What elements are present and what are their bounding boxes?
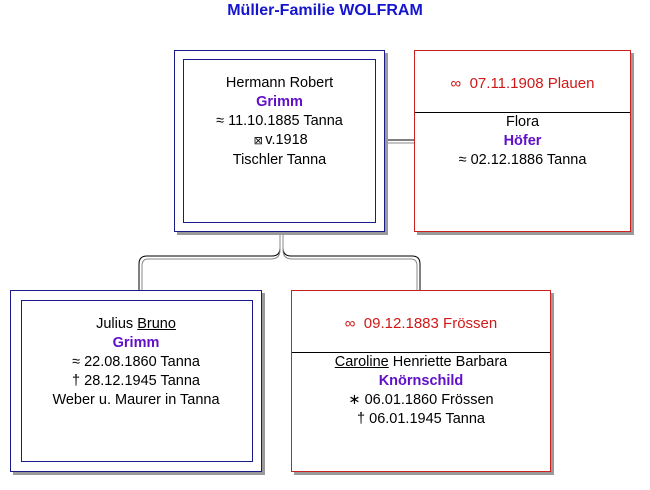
baptism-date: ≈ 22.08.1860 Tanna — [72, 354, 200, 370]
surname: Grimm — [112, 335, 160, 351]
person-details: Caroline Henriette Barbara Knörnschild ∗… — [292, 353, 550, 429]
occupation: Weber u. Maurer in Tanna — [52, 392, 220, 408]
death-date: v.1918 — [265, 132, 308, 148]
call-name: Bruno — [137, 316, 176, 332]
person-details: Julius Bruno Grimm ≈ 22.08.1860 Tanna † … — [11, 315, 261, 410]
person-details: Hermann Robert Grimm ≈ 11.10.1885 Tanna … — [175, 74, 384, 170]
marriage-date: 09.12.1883 Frössen — [363, 315, 498, 332]
divider — [292, 352, 550, 353]
fallen-icon: ⊠ — [253, 135, 263, 147]
death-date: † 28.12.1945 Tanna — [72, 373, 200, 389]
birth-date: ∗ 06.01.1860 Frössen — [348, 392, 494, 408]
given-name: Hermann Robert — [225, 75, 334, 91]
surname: Grimm — [256, 94, 303, 110]
person-box-caroline-knoernschild[interactable]: ∞ 09.12.1883 Frössen Caroline Henriette … — [291, 290, 551, 472]
person-box-inner-frame — [21, 300, 253, 462]
person-box-hermann-grimm[interactable]: Hermann Robert Grimm ≈ 11.10.1885 Tanna … — [174, 50, 385, 232]
surname: Knörnschild — [378, 373, 464, 389]
given-rest: Henriette Barbara — [388, 354, 508, 370]
chart-title: Müller-Familie WOLFRAM — [227, 2, 423, 19]
person-box-bruno-grimm[interactable]: Julius Bruno Grimm ≈ 22.08.1860 Tanna † … — [10, 290, 262, 472]
marriage-line: ∞ 07.11.1908 Plauen — [415, 74, 630, 94]
person-box-inner-frame — [183, 59, 376, 223]
marriage-rings-icon: ∞ — [450, 75, 462, 92]
baptism-date: ≈ 11.10.1885 Tanna — [216, 113, 343, 129]
marriage-rings-icon: ∞ — [344, 315, 356, 332]
given-name: Caroline Henriette Barbara — [292, 353, 550, 372]
marriage-line: ∞ 09.12.1883 Frössen — [292, 314, 550, 334]
baptism-date: ≈ 02.12.1886 Tanna — [458, 152, 587, 168]
death-date: † 06.01.1945 Tanna — [357, 411, 485, 427]
death-line: ⊠v.1918 — [175, 131, 384, 151]
given-name: Flora — [505, 114, 540, 130]
divider — [415, 112, 630, 113]
marriage-date: 07.11.1908 Plauen — [469, 75, 595, 92]
occupation: Tischler Tanna — [232, 152, 327, 168]
given-name: Julius Bruno — [11, 315, 261, 334]
given-first: Julius — [96, 316, 138, 332]
surname: Höfer — [503, 133, 542, 149]
call-name: Caroline — [334, 354, 389, 370]
person-box-flora-hoefer[interactable]: ∞ 07.11.1908 Plauen Flora Höfer ≈ 02.12.… — [414, 50, 631, 232]
person-details: Flora Höfer ≈ 02.12.1886 Tanna — [415, 113, 630, 170]
